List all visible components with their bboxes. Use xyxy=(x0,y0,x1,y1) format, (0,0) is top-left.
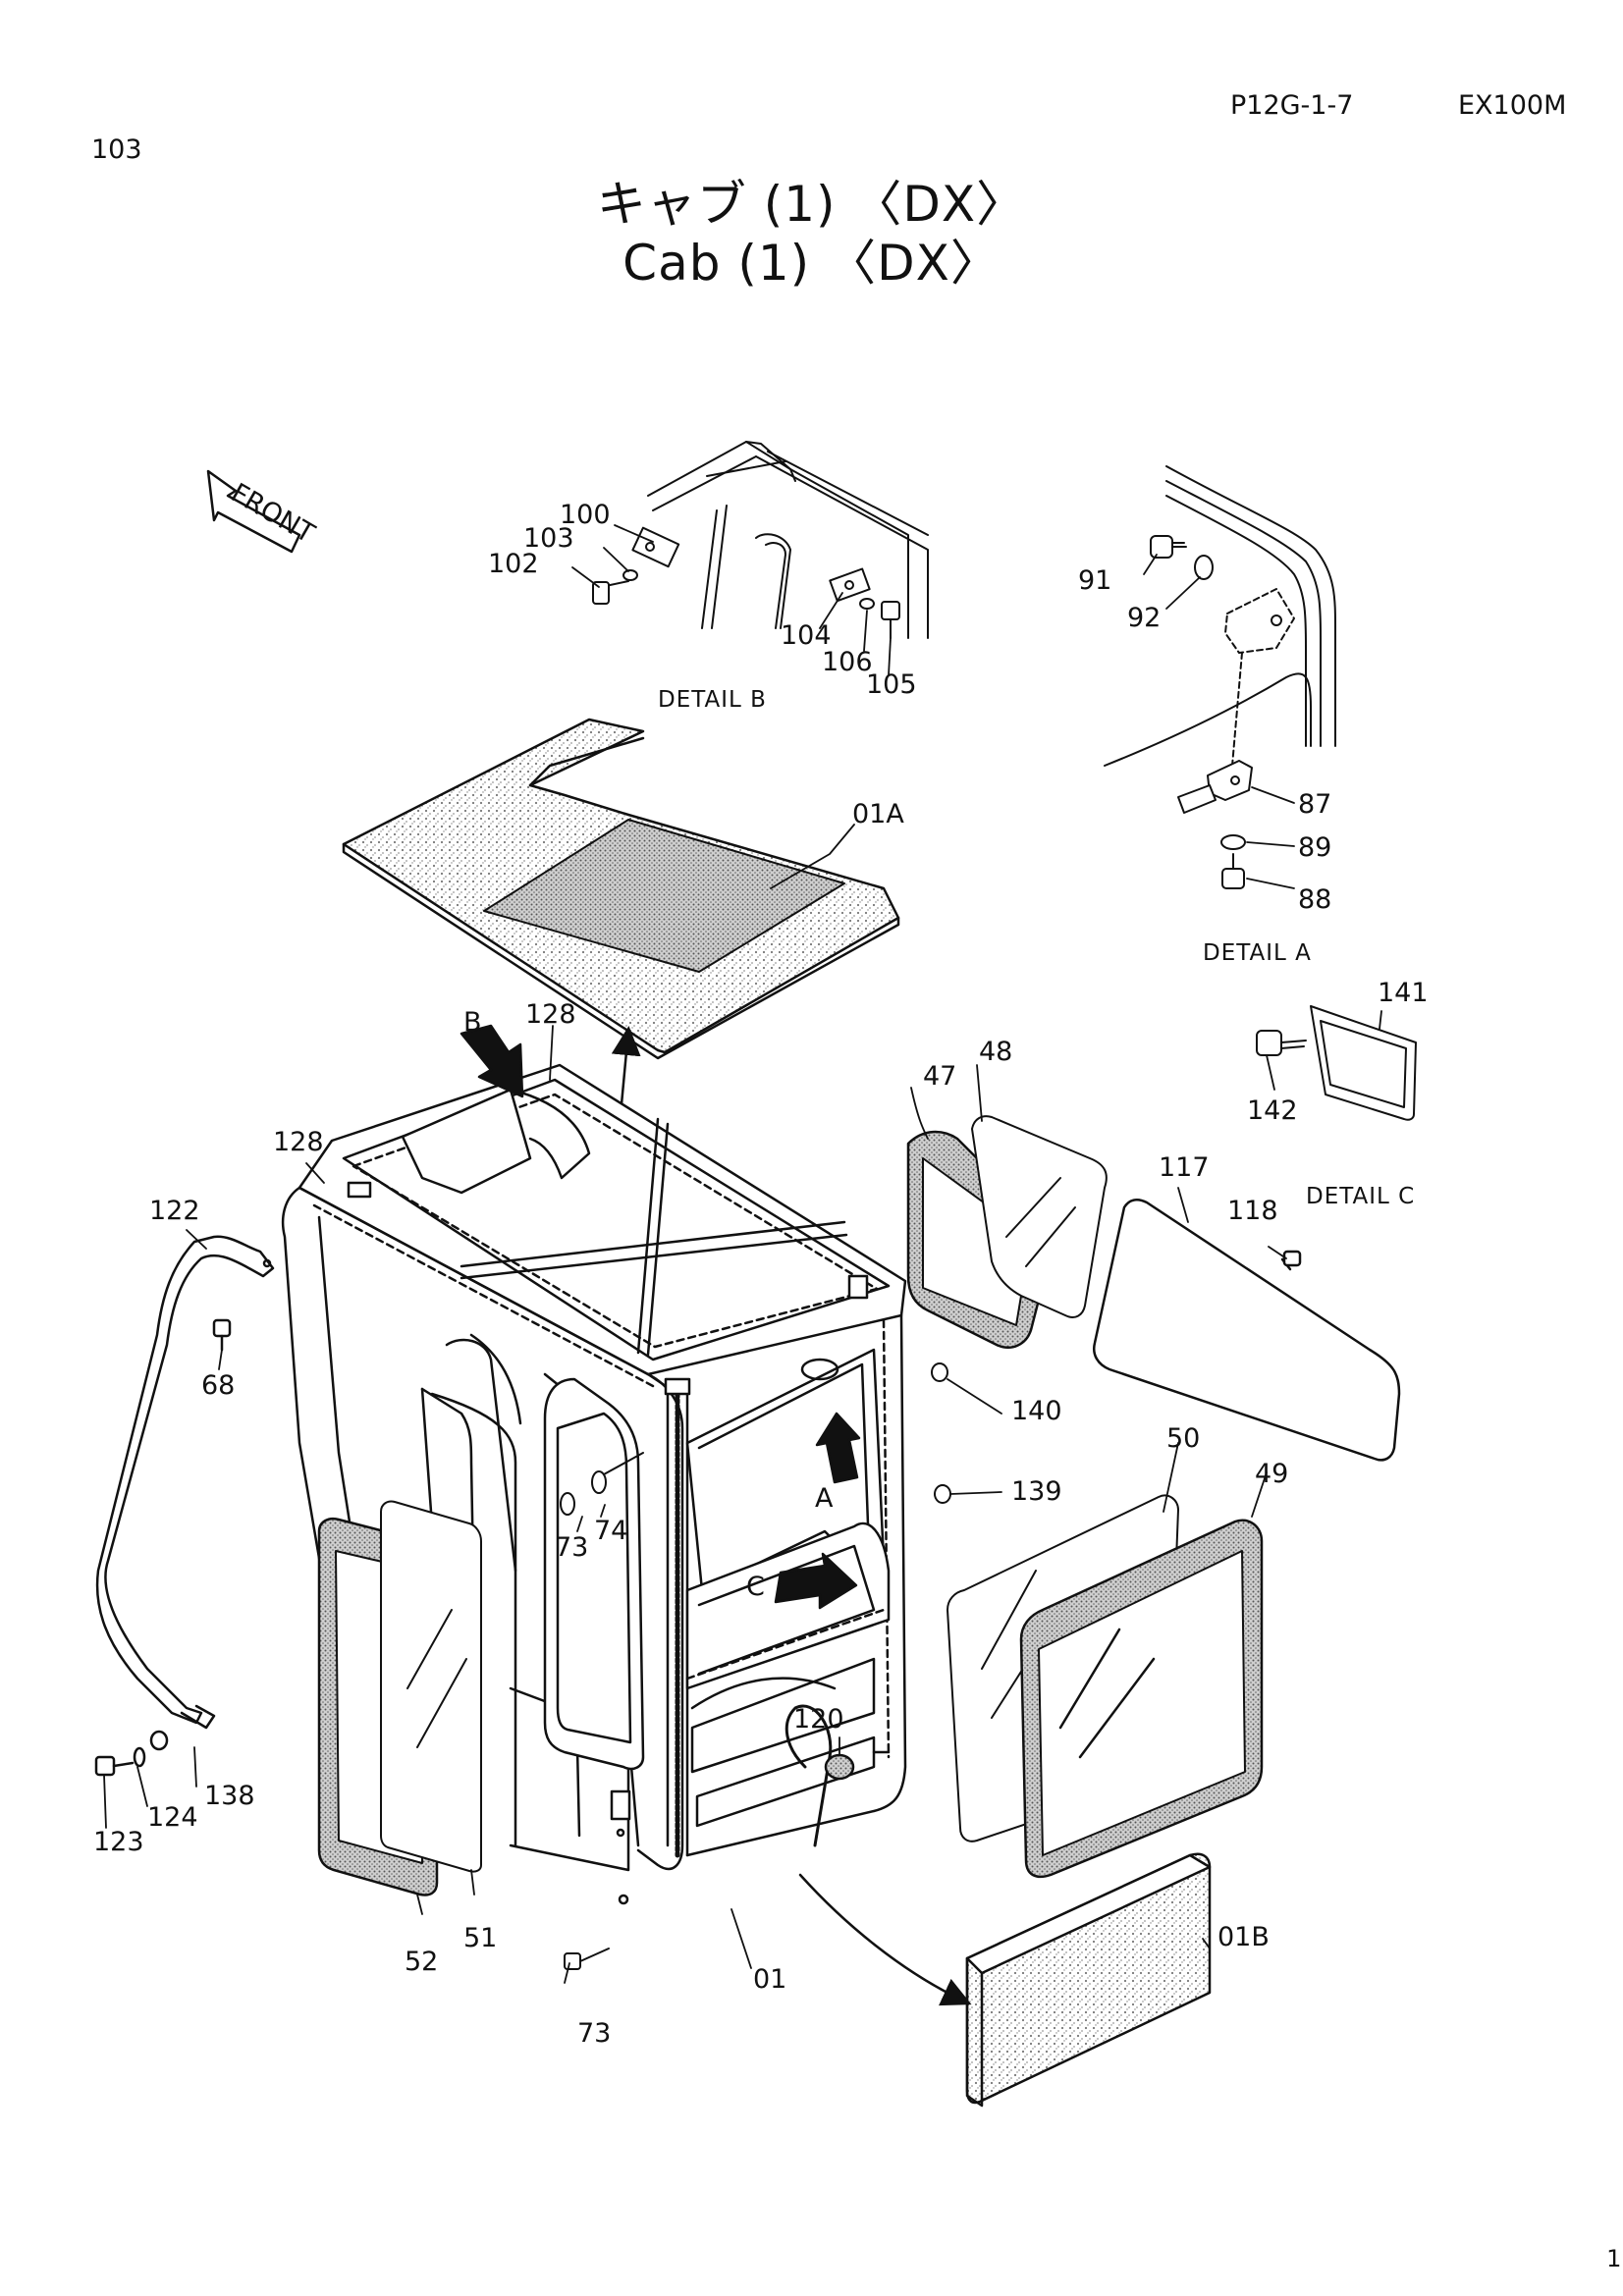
part-label-118: 118 xyxy=(1227,1196,1278,1226)
part-label-105: 105 xyxy=(866,669,917,700)
part-label-49: 49 xyxy=(1255,1459,1288,1489)
title-japanese: キャブ (1) 〈DX〉 xyxy=(596,176,1027,233)
part-label-73-mid: 73 xyxy=(555,1532,588,1563)
part-label-89: 89 xyxy=(1298,832,1331,863)
corner-mark: 1· xyxy=(1606,2245,1623,2272)
part-label-92: 92 xyxy=(1127,603,1161,633)
part-label-103: 103 xyxy=(523,523,574,554)
part-label-100: 100 xyxy=(560,500,611,530)
part-label-52: 52 xyxy=(405,1947,438,1977)
part-label-141: 141 xyxy=(1378,978,1429,1008)
view-arrow-a xyxy=(815,1412,861,1484)
part-label-47: 47 xyxy=(923,1061,956,1092)
part-label-117: 117 xyxy=(1159,1152,1210,1183)
cab-body-01 xyxy=(281,1063,907,1905)
front-arrow xyxy=(206,469,301,554)
part-label-48: 48 xyxy=(979,1037,1012,1067)
leader-lines xyxy=(103,524,1382,1984)
part-label-106: 106 xyxy=(822,647,873,677)
view-label-b: B xyxy=(463,1007,482,1038)
view-arrow-b xyxy=(460,1024,524,1098)
document-code: P12G-1-7 xyxy=(1230,90,1354,121)
part-label-120: 120 xyxy=(793,1704,844,1735)
detail-a-label: DETAIL A xyxy=(1203,940,1312,966)
part-label-138: 138 xyxy=(204,1781,255,1811)
part-label-68: 68 xyxy=(201,1370,235,1401)
view-label-a: A xyxy=(815,1483,834,1514)
part-label-51: 51 xyxy=(463,1923,497,1953)
glass-117 xyxy=(1093,1199,1401,1462)
glass-48 xyxy=(971,1115,1108,1318)
detail-c-label: DETAIL C xyxy=(1306,1184,1415,1209)
part-label-73-bot: 73 xyxy=(577,2018,611,2049)
detail-b-drawing xyxy=(592,441,929,639)
glass-51 xyxy=(380,1500,482,1873)
seal-49 xyxy=(1019,1519,1264,1879)
part-label-01a: 01A xyxy=(852,799,904,829)
part-label-123: 123 xyxy=(93,1827,144,1857)
part-label-102: 102 xyxy=(488,549,539,579)
floor-panel-01b xyxy=(965,1852,1212,2108)
page-number: 103 xyxy=(91,134,142,165)
part-label-128-top: 128 xyxy=(525,999,576,1030)
view-label-c: C xyxy=(746,1572,765,1602)
roof-panel-01a xyxy=(342,718,900,1060)
part-label-88: 88 xyxy=(1298,884,1331,915)
part-label-01: 01 xyxy=(753,1964,786,1995)
part-label-74: 74 xyxy=(594,1516,627,1546)
part-label-139: 139 xyxy=(1011,1476,1062,1507)
detail-c-drawing xyxy=(1256,1005,1417,1121)
view-arrow-c xyxy=(774,1552,858,1610)
model-name: EX100M xyxy=(1458,90,1567,121)
fasteners xyxy=(560,1362,951,1970)
part-label-124: 124 xyxy=(147,1802,198,1833)
detail-a-drawing xyxy=(1104,465,1336,889)
detail-b-label: DETAIL B xyxy=(658,687,767,713)
part-label-104: 104 xyxy=(781,620,832,651)
part-label-01b: 01B xyxy=(1217,1922,1270,1952)
grab-handle-122 xyxy=(94,1235,275,1777)
part-label-142: 142 xyxy=(1247,1095,1298,1126)
part-label-91: 91 xyxy=(1078,565,1111,596)
part-label-140: 140 xyxy=(1011,1396,1062,1426)
part-label-87: 87 xyxy=(1298,789,1331,820)
part-label-128-left: 128 xyxy=(273,1127,324,1157)
part-label-50: 50 xyxy=(1166,1423,1200,1454)
part-label-122: 122 xyxy=(149,1196,200,1226)
title-english: Cab (1) 〈DX〉 xyxy=(622,235,1001,292)
